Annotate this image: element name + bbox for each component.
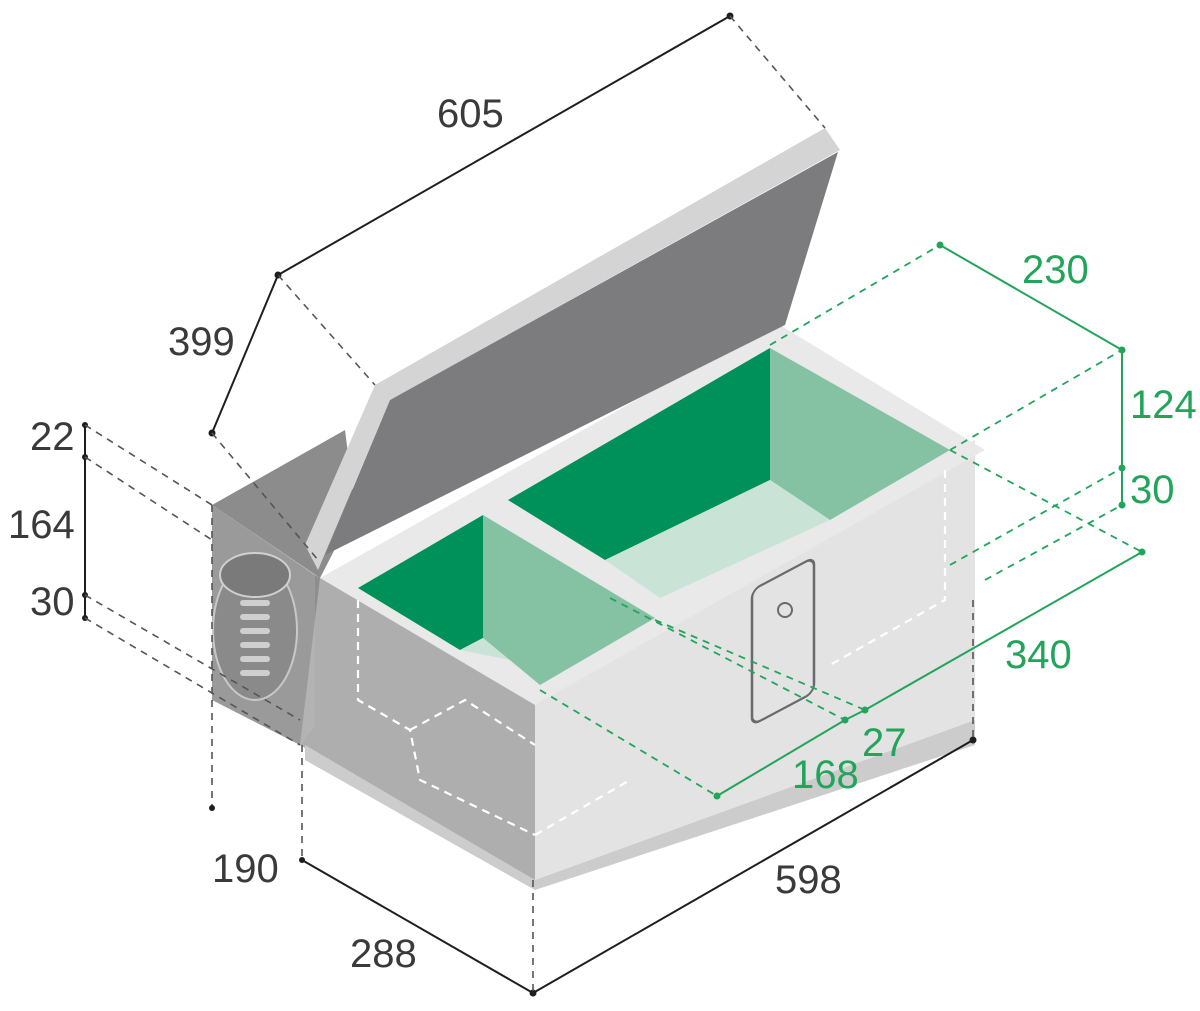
interior-contours <box>356 470 947 836</box>
lock-latch <box>750 558 816 724</box>
lid-inner-surface <box>325 152 838 555</box>
lid-edge <box>305 128 840 570</box>
outer-dimension-lines <box>82 12 977 997</box>
label-inner-height: 124 <box>1130 383 1197 427</box>
label-inner-divider: 27 <box>862 721 907 765</box>
label-outer-depth: 288 <box>350 932 417 976</box>
box-front-face <box>535 440 975 880</box>
large-compartment-floor <box>605 480 830 598</box>
small-compartment-floor <box>460 638 540 685</box>
vent-grille <box>240 600 270 676</box>
label-rear-width: 190 <box>212 847 279 891</box>
label-height-top: 22 <box>30 415 75 459</box>
label-inner-small-length: 168 <box>792 753 859 797</box>
small-compartment-back <box>358 515 483 650</box>
label-lid-depth: 399 <box>168 320 235 364</box>
open-lid <box>305 128 840 570</box>
inner-dimension-lines <box>539 241 1146 800</box>
dimension-labels: 605 399 22 164 30 190 288 598 230 124 30… <box>8 92 1197 976</box>
label-height-mid: 164 <box>8 503 75 547</box>
box-base-strip <box>305 720 975 890</box>
label-lid-length: 605 <box>437 92 504 136</box>
cool-box-body <box>212 322 985 890</box>
label-inner-length: 340 <box>1005 633 1072 677</box>
label-inner-depth: 230 <box>1022 248 1089 292</box>
large-compartment-side <box>770 348 950 520</box>
vent-top <box>219 552 291 598</box>
small-compartment-side <box>483 515 655 685</box>
label-outer-length: 598 <box>775 858 842 902</box>
box-right-face <box>300 578 535 880</box>
label-height-bottom: 30 <box>30 580 75 624</box>
label-inner-base: 30 <box>1130 468 1175 512</box>
large-compartment-back <box>508 348 770 560</box>
